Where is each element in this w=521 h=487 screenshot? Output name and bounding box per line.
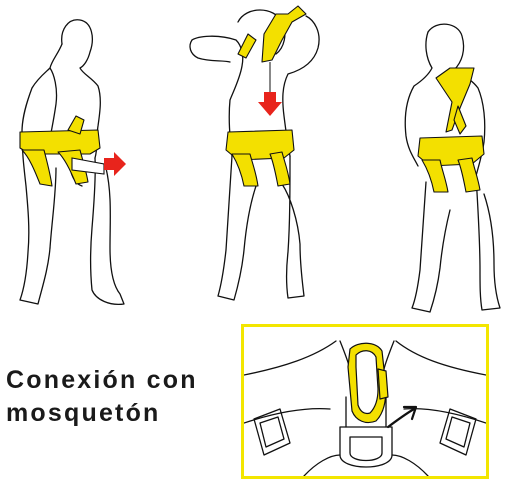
carabiner: [348, 343, 388, 422]
figure-leg-loop-tightening: [0, 8, 160, 318]
red-arrow-down-icon: [258, 92, 282, 116]
carabiner-connection-detail-icon: [244, 327, 486, 476]
carabiner-detail-frame: [241, 324, 489, 479]
caption-carabiner-connection: Conexión con mosquetón: [6, 364, 216, 430]
harness-waist-loops: [226, 130, 294, 186]
harness-leg-loops: [20, 116, 100, 186]
figure-donning-shoulder-straps: [178, 0, 338, 318]
black-arrow-icon: [388, 407, 416, 427]
person-adjusting-harness-icon: [405, 24, 500, 312]
harness-adjusted: [418, 68, 484, 192]
harness-shoulder-straps: [238, 6, 306, 62]
caption-line-1: Conexión con: [6, 364, 216, 397]
caption-line-2: mosquetón: [6, 397, 216, 430]
figure-adjusting-harness: [362, 22, 521, 318]
